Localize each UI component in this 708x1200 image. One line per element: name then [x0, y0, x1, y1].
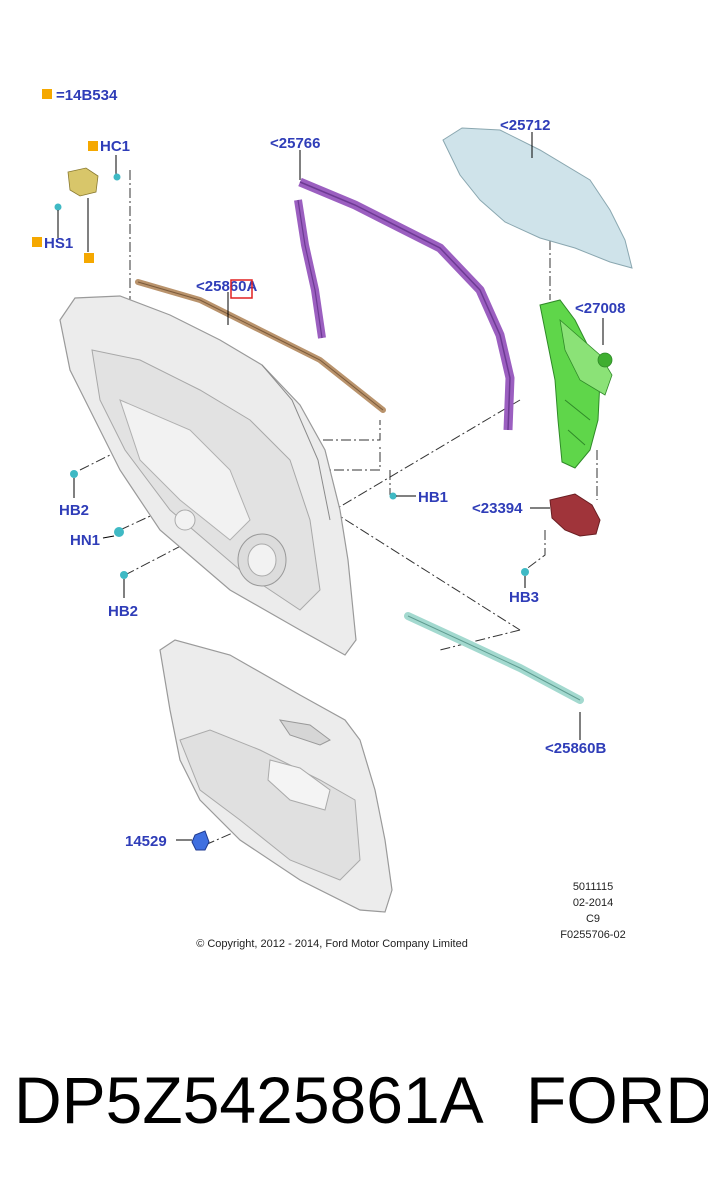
inner-door-panel-part	[59, 295, 357, 656]
callout-hb2-lower: HB2	[108, 603, 138, 620]
door-trim-panel-part	[159, 639, 393, 913]
callout-hn1: HN1	[70, 532, 100, 549]
callout-23394: <23394	[472, 500, 523, 517]
fastener-hb1	[389, 492, 397, 500]
meta-line-1: 5011115	[573, 881, 613, 893]
window-regulator-part	[539, 299, 613, 469]
door-glass-part	[442, 127, 633, 269]
callout-25712: <25712	[500, 117, 550, 134]
fastener-hb3	[521, 568, 529, 576]
legend-label: =14B534	[56, 87, 118, 104]
brand-name: FORD	[526, 1063, 708, 1137]
part-number-caption: DP5Z5425861A FORD	[0, 1062, 708, 1162]
meta-line-2: 02-2014	[573, 897, 613, 909]
callout-27008: <27008	[575, 300, 625, 317]
exploded-door-diagram: =14B534 HC1 HS1 <25766 <25712 <25860A	[32, 87, 633, 950]
fastener-hn1	[114, 527, 124, 537]
hinge-check-part	[67, 167, 99, 197]
meta-line-3: C9	[586, 913, 600, 925]
copyright-notice: © Copyright, 2012 - 2014, Ford Motor Com…	[196, 938, 468, 950]
callout-hs1: HS1	[44, 235, 73, 252]
callout-25860B: <25860B	[545, 740, 606, 757]
hs1-swatch-right	[84, 253, 94, 263]
hc1-swatch	[88, 141, 98, 151]
weatherstrip-25860A-edge	[137, 281, 384, 411]
meta-line-4: F0255706-02	[560, 929, 625, 941]
callout-hb3: HB3	[509, 589, 539, 606]
window-frame-part	[294, 177, 515, 431]
fastener-hb2-upper	[70, 470, 78, 478]
hs1-swatch-left	[32, 237, 42, 247]
leader-hn1	[102, 535, 115, 539]
window-switch-part	[191, 830, 210, 851]
beltline-weatherstrip-25860B-part	[404, 612, 584, 704]
callout-hb1: HB1	[418, 489, 448, 506]
highlight-box	[230, 279, 253, 299]
regulator-motor-part	[549, 493, 601, 537]
beltline-weatherstrip-25860B-edge	[407, 615, 581, 701]
fastener-hb2-lower	[120, 571, 128, 579]
fastener-hs1	[54, 203, 62, 211]
callout-25766: <25766	[270, 135, 320, 152]
callout-hb2-upper: HB2	[59, 502, 89, 519]
part-number: DP5Z5425861A	[14, 1063, 484, 1137]
legend-swatch	[42, 89, 52, 99]
callout-14529: 14529	[125, 833, 167, 850]
callout-hc1: HC1	[100, 138, 130, 155]
fastener-hc1	[113, 173, 121, 181]
callout-25860A: <25860A	[196, 278, 257, 295]
